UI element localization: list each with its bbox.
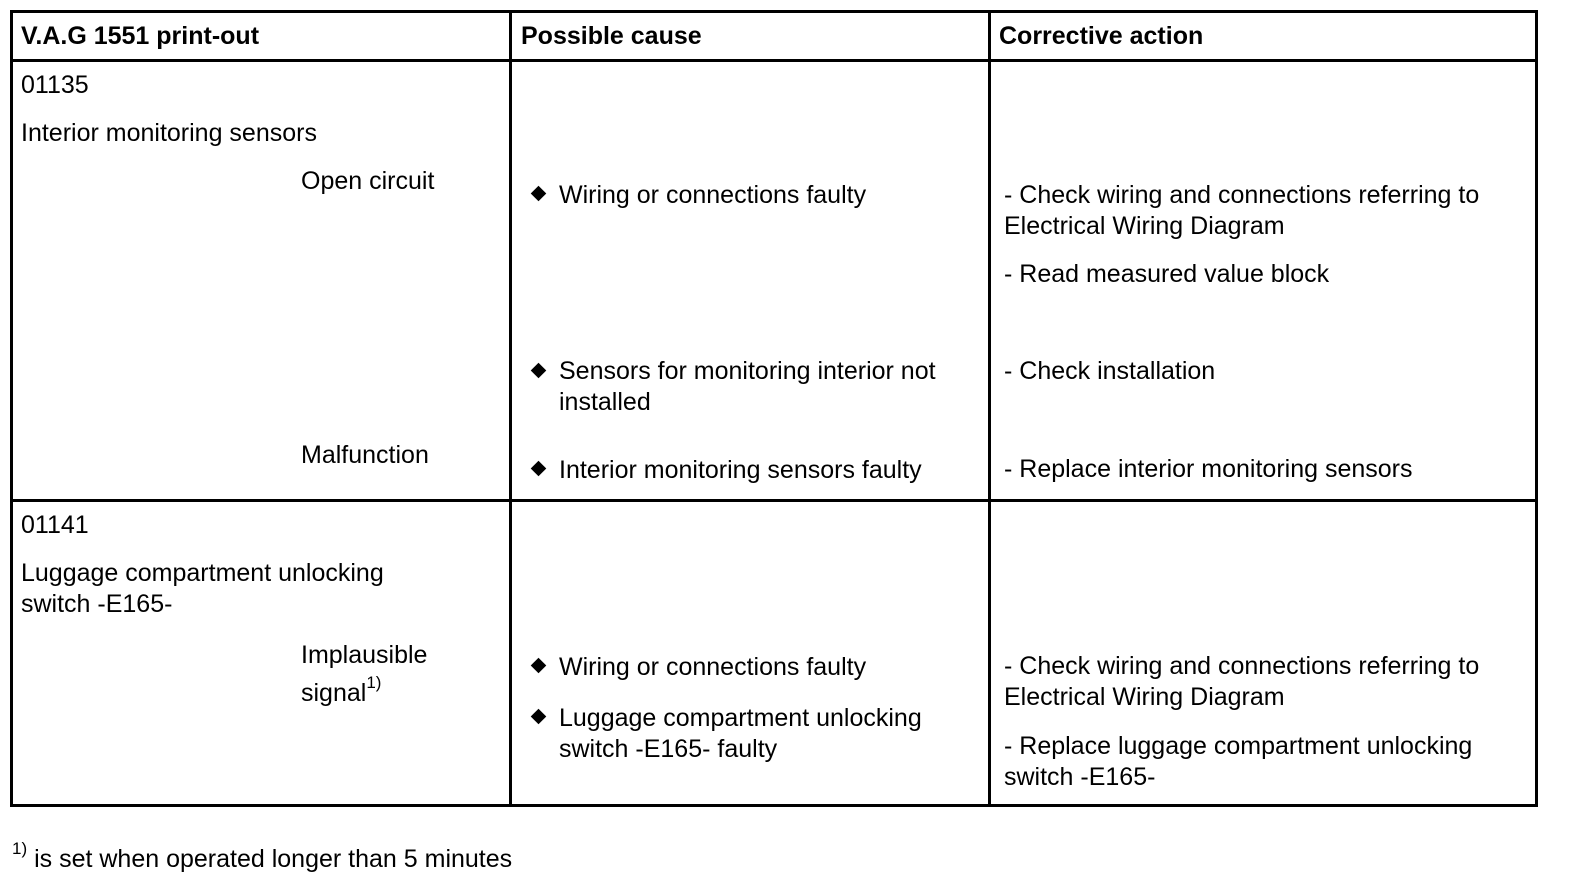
possible-cause: Luggage compartment unlocking switch -E1… xyxy=(559,704,922,763)
column-divider xyxy=(988,10,991,807)
footnote-text: is set when operated longer than 5 minut… xyxy=(34,845,513,873)
possible-cause: Wiring or connections faulty xyxy=(559,181,867,209)
component-name: Interior monitoring sensors xyxy=(21,119,317,147)
column-header-printout: V.A.G 1551 print-out xyxy=(21,22,260,50)
column-header-cause: Possible cause xyxy=(521,22,702,50)
footnote-marker: 1) xyxy=(366,672,382,692)
corrective-action: - Check wiring and connections referring… xyxy=(1004,181,1480,240)
row-divider xyxy=(10,499,1538,502)
fault-code: 01135 xyxy=(21,71,89,99)
fault-code: 01141 xyxy=(21,511,89,539)
possible-cause: Interior monitoring sensors faulty xyxy=(559,456,922,484)
fault-type: Implausible signal1) xyxy=(301,636,481,712)
corrective-action: - Check wiring and connections referring… xyxy=(1004,652,1480,711)
footnote-marker: 1) xyxy=(12,838,28,858)
table-frame xyxy=(10,10,1538,807)
fault-type-text: Implausible signal xyxy=(301,641,428,707)
possible-cause: Sensors for monitoring interior not inst… xyxy=(559,357,936,416)
corrective-action: - Replace interior monitoring sensors xyxy=(1004,455,1413,483)
column-header-action: Corrective action xyxy=(999,22,1204,50)
footnote: 1) is set when operated longer than 5 mi… xyxy=(12,840,513,875)
row-divider xyxy=(10,59,1538,62)
column-divider xyxy=(509,10,512,807)
corrective-action: - Check installation xyxy=(1004,357,1216,385)
possible-cause: Wiring or connections faulty xyxy=(559,653,867,681)
corrective-action: - Read measured value block xyxy=(1004,260,1330,288)
fault-type: Open circuit xyxy=(301,167,435,195)
fault-type: Malfunction xyxy=(301,441,429,469)
component-name: Luggage compartment unlocking switch -E1… xyxy=(21,559,384,618)
corrective-action: - Replace luggage compartment unlocking … xyxy=(1004,732,1473,791)
